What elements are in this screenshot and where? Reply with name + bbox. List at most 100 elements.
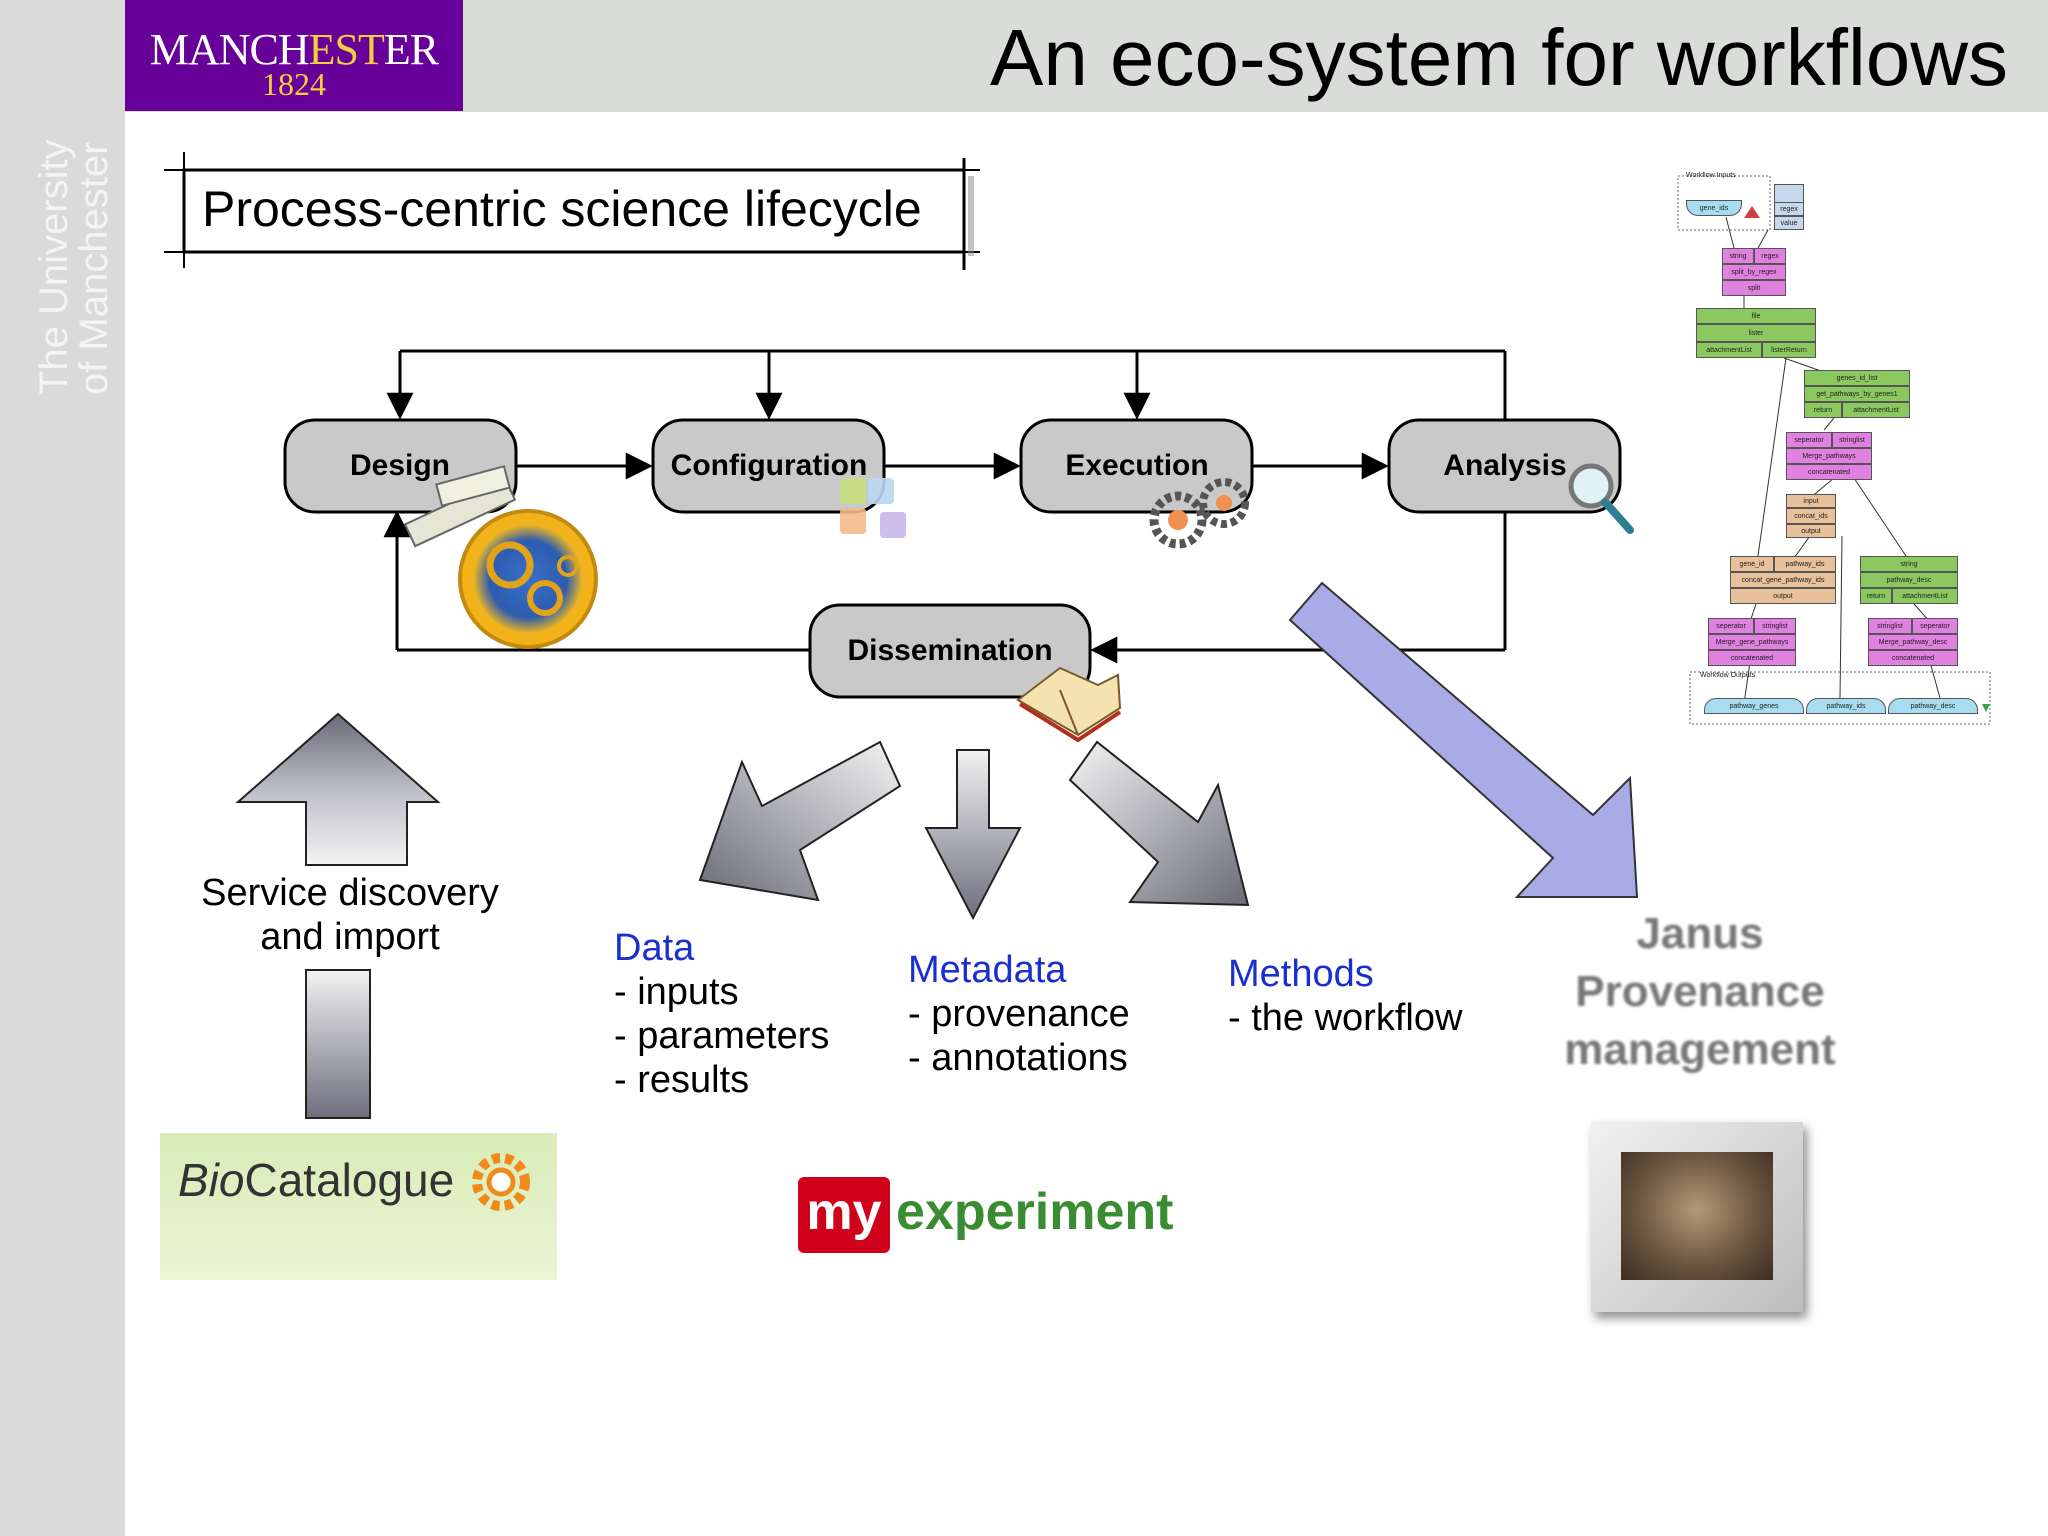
wf-processor: pathway_desc <box>1860 572 1958 588</box>
wf-port: input <box>1786 494 1836 508</box>
gear-icon <box>472 1153 530 1211</box>
logo-year: 1824 <box>262 66 326 102</box>
wf-inputs-title: Workflow Inputs <box>1686 172 1736 179</box>
wf-output: pathway_genes <box>1704 698 1804 714</box>
logo-text-b: EST <box>308 25 385 74</box>
wf-output: pathway_ids <box>1806 698 1886 714</box>
wf-port: output <box>1730 588 1836 604</box>
wf-port: attachmentList <box>1696 342 1762 358</box>
design-tools-icon <box>403 465 598 649</box>
logo-text-a: MANCH <box>149 25 310 74</box>
wf-port: concatenated <box>1708 650 1796 666</box>
stage-execution-label: Execution <box>1065 449 1209 482</box>
lifecycle-connectors <box>383 349 1507 664</box>
slide-title: An eco-system for workflows <box>989 13 2008 102</box>
data-item: - results <box>614 1059 750 1101</box>
stage-dissemination-label: Dissemination <box>847 634 1053 667</box>
wf-processor: Merge_pathways <box>1786 448 1872 464</box>
janus-portrait-image <box>1621 1152 1773 1280</box>
janus-portrait-frame <box>1591 1122 1803 1312</box>
provenance-arrow <box>1288 581 1639 898</box>
wf-port: string <box>1860 556 1958 572</box>
biocatalogue-catalogue: Catalogue <box>244 1154 455 1206</box>
book-icon <box>1016 666 1122 743</box>
data-item: - parameters <box>614 1015 830 1057</box>
metadata-item: - provenance <box>908 993 1130 1035</box>
wf-processor: Merge_pathway_desc <box>1868 634 1958 650</box>
janus-line3: management <box>1564 1025 1836 1074</box>
data-item: - inputs <box>614 971 739 1013</box>
methods-block: Methods - the workflow <box>1228 952 1462 1040</box>
wf-port: split <box>1722 280 1786 296</box>
stage-design-label: Design <box>349 449 451 482</box>
workflow-links <box>1677 175 1991 725</box>
janus-line1: Janus <box>1636 909 1764 958</box>
magnifier-icon <box>1568 463 1634 534</box>
wf-port: genes_id_list <box>1804 370 1910 386</box>
wf-port: stringlist <box>1754 618 1796 634</box>
wf-port: seperator <box>1912 618 1958 634</box>
wf-port: attachmentList <box>1892 588 1958 604</box>
service-discovery-arrow <box>235 712 441 1119</box>
janus-label: Janus Provenance management <box>1530 905 1870 1079</box>
service-line1: Service discovery <box>201 872 499 914</box>
data-heading: Data <box>614 927 695 969</box>
stage-dissemination-box <box>808 603 1092 699</box>
wf-processor: lister <box>1696 324 1816 342</box>
biocatalogue-logo: BioCatalogue <box>160 1133 557 1280</box>
logo-text-c: ER <box>383 25 439 74</box>
metadata-item: - annotations <box>908 1037 1128 1079</box>
wf-outputs-title: Workflow Outputs <box>1700 672 1756 679</box>
service-line2: and import <box>260 916 440 958</box>
service-discovery-label: Service discovery and import <box>190 871 510 959</box>
wf-regex: regex <box>1774 202 1804 216</box>
lifecycle-title: Process-centric science lifecycle <box>202 181 922 237</box>
wf-port: file <box>1696 308 1816 324</box>
wf-port: stringlist <box>1868 618 1912 634</box>
wf-port: return <box>1804 402 1842 418</box>
stage-configuration-label: Configuration <box>670 449 868 482</box>
wf-port: concatenated <box>1868 650 1958 666</box>
stage-analysis-box <box>1387 418 1622 514</box>
wf-processor: get_pathways_by_genes1 <box>1804 386 1910 402</box>
wf-port: seperator <box>1786 432 1832 448</box>
wf-port: gene_id <box>1730 556 1774 572</box>
wf-processor: concat_ids <box>1786 508 1836 524</box>
wf-processor: concat_gene_pathway_ids <box>1730 572 1836 588</box>
stage-configuration-box <box>651 418 886 514</box>
stage-execution-box <box>1019 418 1254 514</box>
puzzle-pieces-icon <box>840 478 906 538</box>
wf-processor: split_by_regex <box>1722 264 1786 280</box>
wf-port: stringlist <box>1832 432 1872 448</box>
wf-regex-header <box>1774 184 1804 204</box>
wf-port: listerReturn <box>1762 342 1816 358</box>
janus-line2: Provenance <box>1575 967 1825 1016</box>
wf-port: attachmentList <box>1842 402 1910 418</box>
methods-heading: Methods <box>1228 953 1374 995</box>
lifecycle-title-box <box>164 152 980 270</box>
methods-item: - the workflow <box>1228 997 1463 1039</box>
wf-output: pathway_desc <box>1888 698 1978 714</box>
stage-analysis-label: Analysis <box>1443 449 1567 482</box>
wf-processor: Merge_gene_pathways <box>1708 634 1796 650</box>
myexp-my: my <box>798 1177 890 1253</box>
wf-port: regex <box>1754 248 1786 264</box>
myexp-experiment: experiment <box>896 1183 1174 1241</box>
dissemination-arrows <box>698 740 1250 921</box>
wf-port: string <box>1722 248 1754 264</box>
wf-port: seperator <box>1708 618 1754 634</box>
wf-port: return <box>1860 588 1892 604</box>
wf-port: concatenated <box>1786 464 1872 480</box>
biocatalogue-bio: Bio <box>178 1154 245 1206</box>
gears-icon <box>1149 478 1249 549</box>
sidebar-strip: The University of Manchester <box>0 0 125 1536</box>
manchester-logo: MANCHESTER 1824 <box>125 0 463 111</box>
wf-port: pathway_ids <box>1774 556 1836 572</box>
workflow-thumbnail: Workflow Inputs gene_ids regex value str… <box>1674 172 1998 730</box>
metadata-heading: Metadata <box>908 949 1067 991</box>
data-block: Data - inputs - parameters - results <box>614 926 829 1102</box>
wf-value: value <box>1774 216 1804 230</box>
metadata-block: Metadata - provenance - annotations <box>908 948 1130 1080</box>
wf-port: output <box>1786 524 1836 538</box>
